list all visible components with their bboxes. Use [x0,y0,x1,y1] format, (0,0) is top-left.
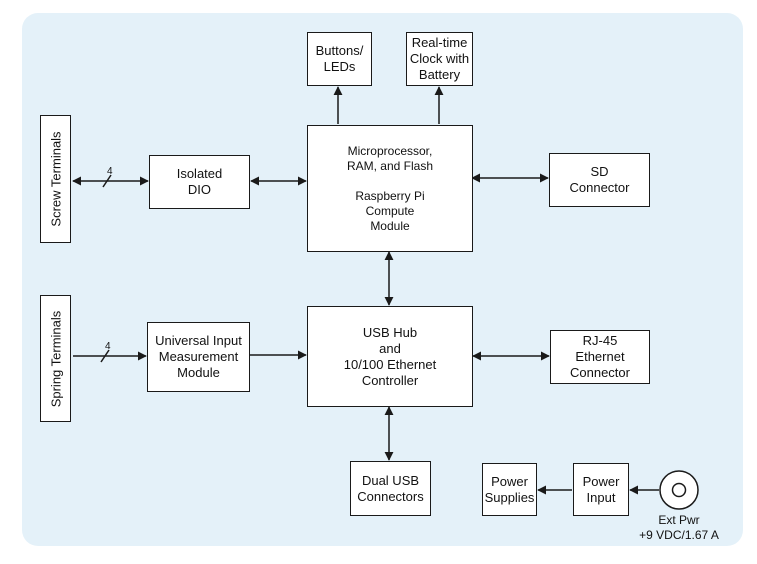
sd-connector-block: SD Connector [549,153,650,207]
isolated-dio-block: Isolated DIO [149,155,250,209]
screw-terminals-block: Screw Terminals [40,115,71,243]
cpu-block: Microprocessor, RAM, and Flash Raspberry… [307,125,473,252]
universal-input-block: Universal Input Measurement Module [147,322,250,392]
buttons-leds-block: Buttons/ LEDs [307,32,372,86]
bus-slash-screw [102,174,112,188]
rj45-block: RJ-45 Ethernet Connector [550,330,650,384]
screw-terminals-label: Screw Terminals [48,131,63,227]
power-input-block: Power Input [573,463,629,516]
bus-width-screw: 4 [107,166,113,177]
usb-hub-block: USB Hub and 10/100 Ethernet Controller [307,306,473,407]
power-jack-icon [659,470,699,510]
cpu-memory-label: Microprocessor, RAM, and Flash [346,143,434,173]
spring-terminals-label: Spring Terminals [48,310,63,407]
power-supplies-block: Power Supplies [482,463,537,516]
diagram-panel [22,13,743,546]
cpu-module-label: Raspberry Pi Compute Module [355,188,425,233]
spring-terminals-block: Spring Terminals [40,295,71,422]
ext-pwr-label: Ext Pwr +9 VDC/1.67 A [639,513,719,542]
bus-slash-spring [100,349,110,363]
bus-width-spring: 4 [105,341,111,352]
dual-usb-block: Dual USB Connectors [350,461,431,516]
rtc-block: Real-time Clock with Battery [406,32,473,86]
